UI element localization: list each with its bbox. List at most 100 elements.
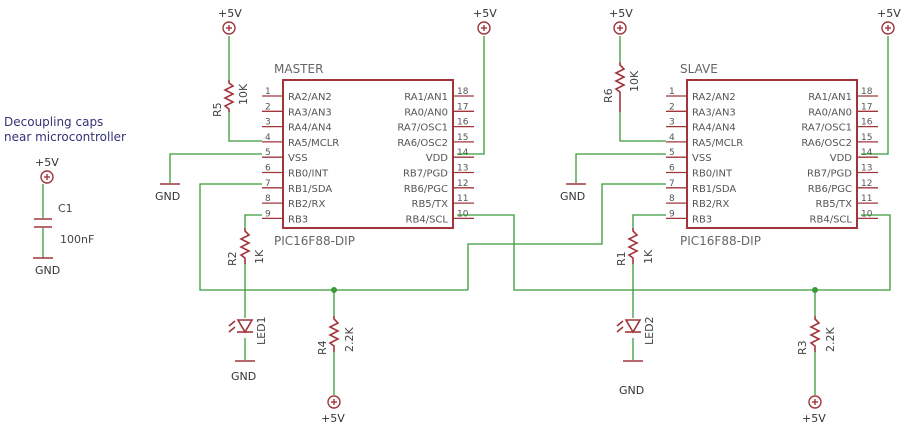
supply-label: +5V xyxy=(802,412,826,425)
slave-pin-9-number: 9 xyxy=(669,209,675,219)
supply-slave-vdd: +5V xyxy=(877,7,901,35)
slave-chip-package: PIC16F88-DIP xyxy=(680,234,761,248)
slave-pin-13-label: RB7/PGD xyxy=(807,169,852,180)
r1-symbol xyxy=(627,228,639,264)
master-pin-12-label: RB6/PGC xyxy=(404,184,448,195)
slave-pin-5-number: 5 xyxy=(669,148,675,158)
slave-pin-9-label: RB3 xyxy=(692,214,712,225)
resistor-r5: R5 10K xyxy=(211,36,250,117)
slave-mclr-wire xyxy=(619,112,666,142)
r3-symbol xyxy=(809,316,821,352)
supply-label: +5V xyxy=(35,156,59,169)
master-chip-name: MASTER xyxy=(274,62,323,76)
supply-label: +5V xyxy=(877,7,901,20)
master-pin-5-number: 5 xyxy=(265,148,271,158)
slave-pin-8-number: 8 xyxy=(669,194,675,204)
master-pin-1-number: 1 xyxy=(265,87,271,97)
master-pin-5-label: VSS xyxy=(288,153,308,164)
slave-right-pins: 18RA1/AN117RA0/AN016RA7/OSC115RA6/OSC214… xyxy=(801,87,878,225)
r2-name: R2 xyxy=(226,251,239,266)
master-pin-16-number: 16 xyxy=(457,118,469,128)
slave-pin-1-label: RA2/AN2 xyxy=(692,92,736,103)
master-pin-10-label: RB4/SCL xyxy=(406,214,449,225)
slave-pin-10-label: RB4/SCL xyxy=(810,214,853,225)
slave-pin-2-label: RA3/AN3 xyxy=(692,107,736,118)
master-pin-18-label: RA1/AN1 xyxy=(404,92,448,103)
scl-wire xyxy=(457,214,891,291)
resistor-r3: R3 2.2K xyxy=(796,316,837,355)
supply-master-vdd: +5V xyxy=(473,7,497,35)
ground-label: GND xyxy=(560,190,585,203)
master-pin-9-number: 9 xyxy=(265,209,271,219)
master-pin-8-number: 8 xyxy=(265,194,271,204)
ground-label: GND xyxy=(35,264,60,277)
ground-label: GND xyxy=(231,370,256,383)
slave-pin-3-label: RA4/AN4 xyxy=(692,123,736,134)
master-pin-3-label: RA4/AN4 xyxy=(288,123,332,134)
note-line-1: Decoupling caps xyxy=(4,115,103,129)
sda-junction xyxy=(331,287,337,293)
master-right-pins: 18RA1/AN117RA0/AN016RA7/OSC115RA6/OSC214… xyxy=(397,87,474,225)
master-pin-2-label: RA3/AN3 xyxy=(288,107,332,118)
ground-label: GND xyxy=(619,384,644,397)
led1-name: LED1 xyxy=(255,316,268,345)
slave-pin-14-label: VDD xyxy=(830,153,853,164)
c1-name: C1 xyxy=(58,202,73,215)
master-pin-1-label: RA2/AN2 xyxy=(288,92,332,103)
slave-pin-6-number: 6 xyxy=(669,164,675,174)
supply-circle xyxy=(613,21,627,35)
slave-pin-8-label: RB2/RX xyxy=(692,199,729,210)
ground-label: GND xyxy=(155,190,180,203)
slave-rb3-wire xyxy=(632,214,666,228)
master-pin-3-number: 3 xyxy=(265,118,271,128)
supply-slave-r6: +5V xyxy=(609,7,633,35)
slave-pin-3-number: 3 xyxy=(669,118,675,128)
r2-symbol xyxy=(239,228,251,264)
led2-arrow-2 xyxy=(616,326,624,333)
supply-master-r5: +5V xyxy=(218,7,242,35)
slave-pin-17-label: RA0/AN0 xyxy=(808,107,852,118)
decoupling-note: Decoupling caps near microcontroller xyxy=(4,115,126,144)
resistor-r2: R2 1K xyxy=(226,228,266,266)
slave-pin-6-label: RB0/INT xyxy=(692,169,733,180)
slave-pin-7-number: 7 xyxy=(669,179,675,189)
supply-label: +5V xyxy=(609,7,633,20)
supply-label: +5V xyxy=(218,7,242,20)
led1-arrow-1 xyxy=(228,320,236,327)
ground-c1: GND xyxy=(33,257,60,277)
ground-slave: GND xyxy=(560,183,586,203)
r3-name: R3 xyxy=(796,340,809,355)
slave-pin-2-number: 2 xyxy=(669,102,675,112)
master-pin-13-number: 13 xyxy=(457,164,468,174)
led2-arrow-1 xyxy=(616,320,624,327)
master-rb3-wire xyxy=(244,214,262,228)
r1-value: 1K xyxy=(642,249,655,264)
r1-name: R1 xyxy=(615,251,628,266)
r6-value: 10K xyxy=(628,70,641,92)
ground-led1: GND xyxy=(231,360,256,383)
master-pin-7-number: 7 xyxy=(265,179,271,189)
supply-label: +5V xyxy=(473,7,497,20)
scl-junction xyxy=(812,287,818,293)
supply-label: +5V xyxy=(321,412,345,425)
supply-r4: +5V xyxy=(321,395,345,425)
led2: LED2 xyxy=(616,316,656,345)
slave-pin-11-number: 11 xyxy=(861,194,872,204)
slave-pin-16-number: 16 xyxy=(861,118,873,128)
led1-arrow-2 xyxy=(228,326,236,333)
master-chip-body xyxy=(282,79,454,229)
master-pin-9-label: RB3 xyxy=(288,214,308,225)
master-mclr-wire xyxy=(228,112,262,142)
master-pin-4-label: RA5/MCLR xyxy=(288,138,339,149)
master-pin-6-number: 6 xyxy=(265,164,271,174)
master-vdd-wire xyxy=(457,36,485,155)
r6-symbol xyxy=(614,62,626,112)
ground-master: GND xyxy=(155,183,180,203)
supply-circle xyxy=(477,21,491,35)
r5-name: R5 xyxy=(211,102,224,117)
wires xyxy=(42,36,891,395)
slave-chip-name: SLAVE xyxy=(680,62,718,76)
